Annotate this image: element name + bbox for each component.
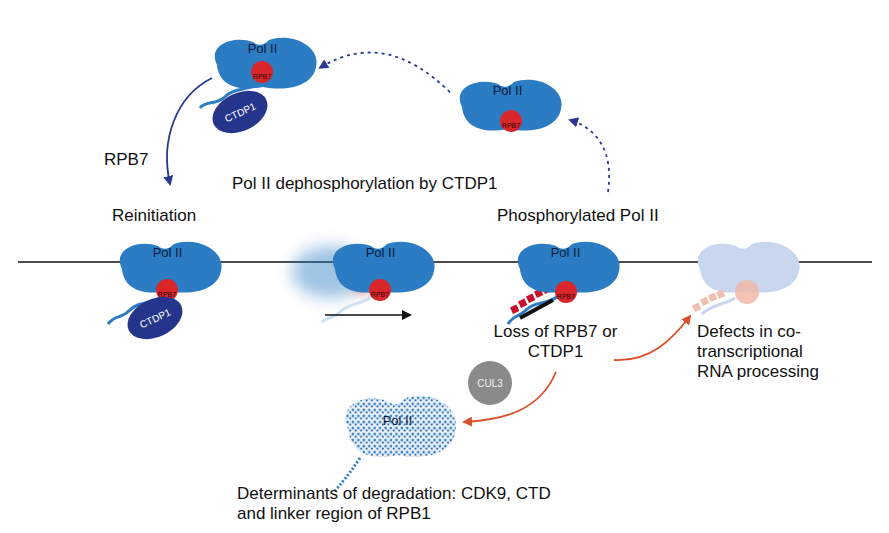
- ligase-circle: CUL3: [468, 361, 512, 405]
- polymerase-shape: Pol IIRPB7: [110, 237, 225, 295]
- phosphatase-ellipse: CTDP1: [206, 83, 275, 142]
- node-label: RPB7: [253, 73, 271, 81]
- dashed-connector: [320, 53, 450, 93]
- node-label: Pol II: [248, 42, 278, 56]
- ctd-tail: [322, 296, 372, 322]
- polymerase-shape: Pol II RPB7: [205, 33, 320, 91]
- node-label: Pol II: [551, 246, 581, 260]
- reinitiation-arrow: [167, 78, 212, 184]
- polymerase-shape: Pol IIRPB7: [508, 237, 623, 295]
- node-label: Pol II: [153, 246, 183, 260]
- polymerase-shape: Pol II RPB7: [450, 75, 565, 133]
- polymerase-shape: Pol IIRPB7: [323, 237, 438, 295]
- node-label: Pol II: [383, 414, 413, 428]
- text-label: Determinants of degradation: CDK9, CTD a…: [237, 484, 567, 524]
- text-label: Loss of RPB7 or CTDP1: [493, 322, 618, 362]
- subunit-circle: RPB7: [555, 281, 577, 303]
- shape-fill: [346, 396, 457, 457]
- ctd-tail: [508, 296, 558, 324]
- direction-arrow: [325, 314, 410, 316]
- dashed-arrow: [570, 120, 609, 192]
- text-label: Phosphorylated Pol II: [497, 206, 659, 226]
- node-label: RPB7: [557, 293, 575, 301]
- node-label: CTDP1: [223, 100, 257, 124]
- node-label: CTDP1: [138, 306, 172, 330]
- faded-squares: [692, 290, 725, 312]
- phosphatase-ellipse: CTDP1: [121, 289, 190, 348]
- faded-tail: [702, 298, 735, 314]
- text-label: Reinitiation: [112, 206, 196, 226]
- node-label: RPB7: [502, 122, 520, 130]
- shape-fill: [460, 80, 562, 131]
- shape-fill: [215, 38, 317, 89]
- node-label: Pol II: [493, 84, 523, 98]
- red-arrow: [614, 316, 690, 360]
- node-label: RPB7: [371, 291, 389, 299]
- node-label: Pol II: [366, 246, 396, 260]
- subunit-circle: RPB7: [500, 110, 522, 132]
- degraded-polymerase: Pol II: [335, 390, 460, 460]
- subunit-circle: RPB7: [251, 61, 273, 83]
- faded-subunit: [735, 280, 759, 304]
- text-label: RPB7: [104, 150, 148, 170]
- text-label: Defects in co-transcriptional RNA proces…: [697, 322, 837, 382]
- node-label: CUL3: [477, 378, 503, 389]
- subunit-circle: RPB7: [369, 279, 391, 301]
- faded-polymerase: [698, 242, 800, 293]
- phospho-mark: [520, 300, 553, 318]
- text-label: Pol II dephosphorylation by CTDP1: [232, 174, 498, 194]
